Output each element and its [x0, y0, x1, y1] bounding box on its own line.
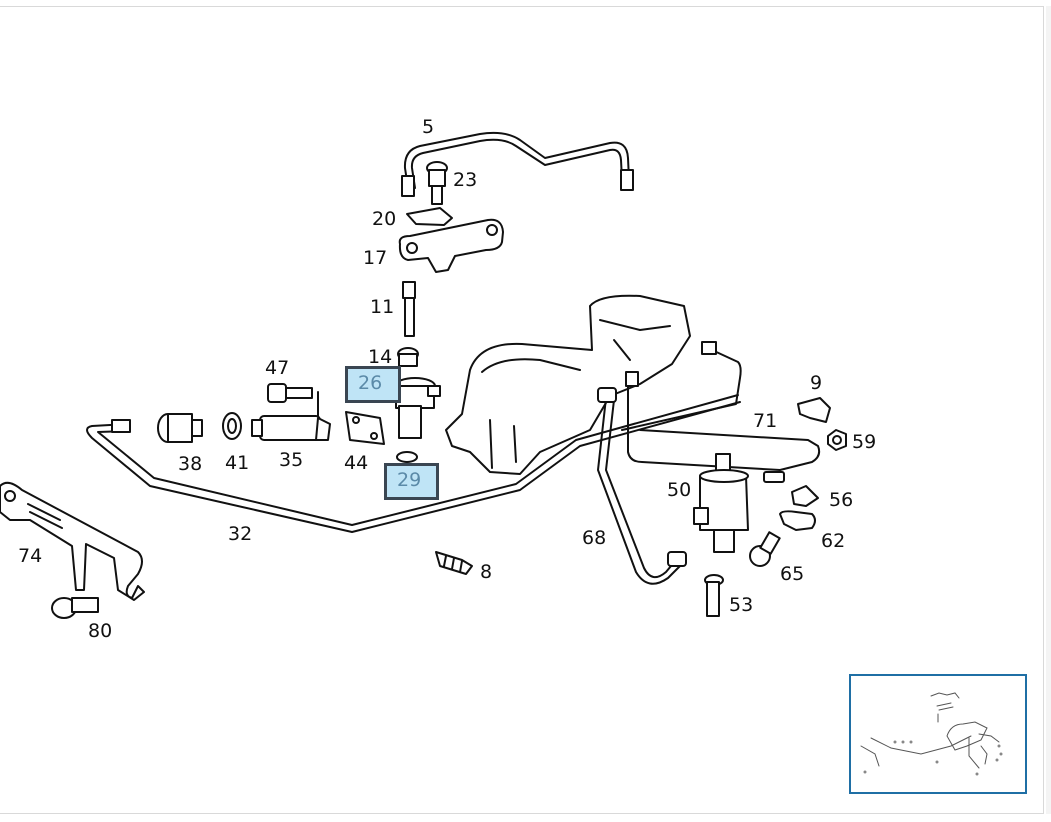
callout-80: 80: [88, 620, 112, 642]
callout-38: 38: [178, 453, 202, 475]
part-clamp-9: [797, 397, 831, 423]
part-bracket-20: [406, 207, 453, 226]
callout-56: 56: [829, 489, 853, 511]
callout-50: 50: [667, 479, 691, 501]
part-regulator-50: [693, 453, 749, 553]
part-pin-11: [402, 281, 416, 337]
part-throttle-housing: [445, 294, 691, 475]
part-bolt-80: [51, 597, 99, 619]
part-nut-59: [827, 429, 847, 451]
callout-23: 23: [453, 169, 477, 191]
part-connector-8: [435, 551, 473, 575]
part-pipe-68: [597, 387, 687, 585]
part-line-32: [86, 394, 741, 533]
part-bolt-47: [267, 383, 319, 421]
callout-5: 5: [422, 116, 434, 138]
callout-8: 8: [480, 561, 492, 583]
callout-35: 35: [279, 449, 303, 471]
part-valve-35: [251, 415, 331, 441]
callout-59: 59: [852, 431, 876, 453]
callout-9: 9: [810, 372, 822, 394]
callout-41: 41: [225, 452, 249, 474]
diagram-frame: [0, 6, 1044, 814]
hotspot-26[interactable]: 26: [345, 366, 401, 403]
callout-71: 71: [753, 410, 777, 432]
part-seal-41: [222, 412, 242, 440]
callout-44: 44: [344, 452, 368, 474]
callout-62: 62: [821, 530, 845, 552]
part-fitting-71: [763, 471, 785, 483]
part-union-38: [157, 413, 203, 443]
part-fuel-line-5: [401, 131, 634, 197]
overview-thumbnail[interactable]: [849, 674, 1027, 794]
part-bolt-23: [426, 161, 448, 205]
part-clip-62: [779, 510, 816, 531]
callout-20: 20: [372, 208, 396, 230]
callout-11: 11: [370, 296, 394, 318]
callout-47: 47: [265, 357, 289, 379]
part-bracket-74: [0, 481, 145, 601]
part-fitting-26: [394, 377, 441, 439]
hotspot-29[interactable]: 29: [384, 463, 439, 500]
part-bracket-56: [791, 485, 819, 507]
callout-14: 14: [368, 346, 392, 368]
thumbnail-diagram: [860, 692, 1003, 776]
callout-53: 53: [729, 594, 753, 616]
part-bolt-53: [704, 574, 724, 617]
callout-74: 74: [18, 545, 42, 567]
part-plate-17: [398, 218, 504, 273]
part-gasket-44: [345, 411, 385, 445]
callout-32: 32: [228, 523, 252, 545]
callout-17: 17: [363, 247, 387, 269]
part-nut-14: [397, 347, 419, 367]
part-bolt-65: [749, 531, 781, 567]
part-pipe-71: [621, 341, 821, 471]
part-washer-29: [396, 451, 418, 463]
callout-65: 65: [780, 563, 804, 585]
callout-68: 68: [582, 527, 606, 549]
scrollbar-edge[interactable]: [1046, 6, 1051, 814]
